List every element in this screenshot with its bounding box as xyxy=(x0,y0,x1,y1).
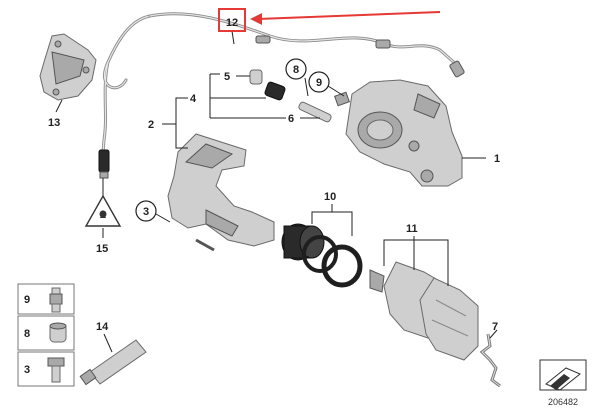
bellows-4 xyxy=(264,81,286,101)
label-1: 1 xyxy=(494,153,500,165)
label-6: 6 xyxy=(288,113,294,125)
label-13: 13 xyxy=(48,117,60,129)
warning-triangle-icon xyxy=(84,194,122,227)
hex-bolt-icon xyxy=(47,357,65,383)
label-12: 12 xyxy=(226,17,238,29)
label-7: 7 xyxy=(492,321,498,333)
highlight-arrow-line xyxy=(257,11,441,20)
wear-sensor-wire xyxy=(98,12,465,179)
diagram-id: 206482 xyxy=(548,397,578,407)
label-2: 2 xyxy=(148,119,154,131)
label-9: 9 xyxy=(316,77,322,89)
label-5: 5 xyxy=(224,71,230,83)
brake-caliper xyxy=(334,79,463,187)
bleeder-valve-icon xyxy=(49,287,63,313)
highlight-box-12 xyxy=(218,8,246,32)
carrier-bracket xyxy=(167,133,275,252)
label-15: 15 xyxy=(96,243,108,255)
label-3: 3 xyxy=(143,206,149,218)
dust-cap-icon xyxy=(49,322,67,343)
highlight-arrowhead-icon xyxy=(250,13,262,25)
side-label-8: 8 xyxy=(24,328,30,340)
label-10: 10 xyxy=(324,191,336,203)
piston-and-seals xyxy=(281,223,363,288)
label-14: 14 xyxy=(96,321,109,333)
spring-clip xyxy=(479,333,501,388)
side-label-3: 3 xyxy=(24,364,30,376)
bracket-13 xyxy=(39,33,97,101)
brake-pads xyxy=(369,261,479,361)
label-8: 8 xyxy=(293,64,299,76)
leader-lines xyxy=(55,30,498,353)
guide-sleeve-5 xyxy=(249,69,263,85)
diagram-id-box xyxy=(539,359,587,391)
side-parts-panel xyxy=(17,283,75,387)
callout-circle-8 xyxy=(285,58,307,80)
callout-circle-3 xyxy=(135,200,157,222)
callout-circle-9 xyxy=(308,71,330,93)
side-label-9: 9 xyxy=(24,294,30,306)
label-11: 11 xyxy=(406,223,418,235)
grease-tube xyxy=(79,339,147,386)
guide-bolt-6 xyxy=(298,101,332,123)
label-4: 4 xyxy=(190,93,197,105)
